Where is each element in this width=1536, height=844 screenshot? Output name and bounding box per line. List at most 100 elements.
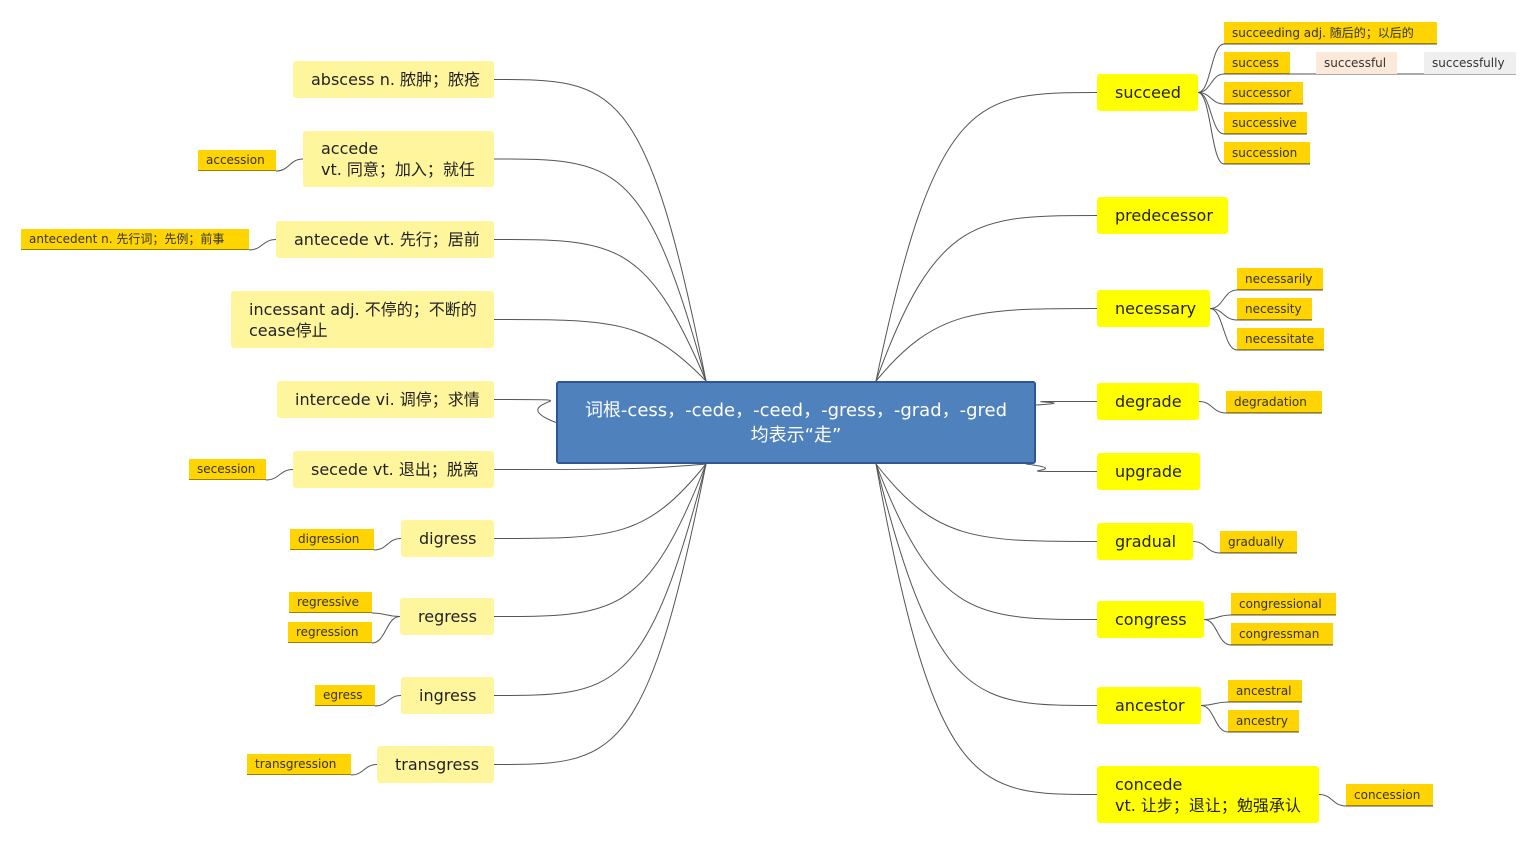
sub-r7b [1203, 619, 1232, 646]
leaf-transgression[interactable]: transgression [247, 754, 351, 775]
leaf-congressman[interactable]: congressman [1231, 623, 1333, 645]
topic-label: vt. 让步；退让；勉强承认 [1115, 795, 1301, 815]
topic-necessary[interactable]: necessary [1097, 290, 1210, 327]
leaf-gradually[interactable]: gradually [1220, 531, 1297, 553]
leaf-congressional[interactable]: congressional [1231, 593, 1336, 615]
topic-degrade[interactable]: degrade [1097, 383, 1199, 420]
leaf-necessitate[interactable]: necessitate [1237, 328, 1324, 350]
topic-label: predecessor [1115, 206, 1213, 225]
leaf-successive[interactable]: successive [1224, 112, 1307, 134]
branch-l6 [493, 463, 707, 470]
sub-r8b [1200, 705, 1229, 733]
sub-r7a [1203, 614, 1232, 620]
leaf-secession[interactable]: secession [189, 459, 266, 480]
leaf-label: success [1232, 55, 1279, 70]
central-topic[interactable]: 词根-cess，-cede，-ceed，-gress，-grad，-gred 均… [556, 381, 1036, 464]
topic-regress[interactable]: regress [400, 598, 494, 635]
branch-r4 [1035, 401, 1098, 406]
topic-upgrade[interactable]: upgrade [1097, 453, 1200, 490]
topic-label: transgress [395, 755, 480, 774]
leaf-successor[interactable]: successor [1224, 82, 1303, 104]
leaf-label: antecedent n. 先行词；先例；前事 [29, 232, 225, 246]
branch-r7 [875, 463, 1098, 620]
sub-l8b [371, 616, 401, 644]
leaf-succeeding[interactable]: succeeding adj. 随后的；以后的 [1224, 22, 1437, 44]
topic-intercede[interactable]: intercede vi. 调停；求情 [277, 381, 494, 418]
sub-l6a [265, 469, 294, 481]
topic-label: antecede vt. 先行；居前 [294, 230, 480, 249]
leaf-egress[interactable]: egress [315, 685, 375, 706]
leaf-necessity[interactable]: necessity [1237, 298, 1312, 320]
topic-label: secede vt. 退出；脱离 [311, 460, 479, 479]
branch-l7 [493, 463, 707, 539]
topic-predecessor[interactable]: predecessor [1097, 197, 1228, 234]
branch-r9 [875, 463, 1098, 795]
sub-r3a [1209, 289, 1238, 309]
sub-l3a [248, 239, 277, 251]
leaf-label: regression [296, 625, 359, 639]
topic-ancestor[interactable]: ancestor [1097, 687, 1201, 724]
branch-r1 [875, 92, 1098, 382]
leaf-successfully[interactable]: successfully [1424, 52, 1516, 74]
leaf-label: succeeding adj. 随后的；以后的 [1232, 25, 1414, 40]
topic-label: succeed [1115, 83, 1181, 102]
topic-label: abscess n. 脓肿；脓疮 [311, 70, 481, 89]
topic-accede[interactable]: accede vt. 同意；加入；就任 [303, 131, 494, 187]
leaf-regression[interactable]: regression [288, 622, 372, 643]
topic-label: upgrade [1115, 462, 1182, 481]
topic-concede[interactable]: concede vt. 让步；退让；勉强承认 [1097, 766, 1319, 823]
topic-digress[interactable]: digress [401, 520, 494, 557]
leaf-label: secession [197, 462, 256, 476]
branch-l2 [493, 158, 707, 382]
leaf-degradation[interactable]: degradation [1226, 391, 1322, 413]
leaf-label: gradually [1228, 534, 1285, 549]
sub-l2a [275, 158, 304, 172]
leaf-antecedent[interactable]: antecedent n. 先行词；先例；前事 [21, 229, 249, 250]
topic-ingress[interactable]: ingress [401, 677, 494, 714]
leaf-success[interactable]: success [1224, 52, 1290, 74]
sub-l10a [350, 764, 378, 776]
leaf-accession[interactable]: accession [198, 150, 276, 171]
topic-gradual[interactable]: gradual [1097, 523, 1193, 560]
leaf-label: successfully [1432, 56, 1505, 70]
leaf-label: accession [206, 153, 265, 167]
topic-label: ancestor [1115, 696, 1185, 715]
topic-incessant[interactable]: incessant adj. 不停的；不断的 cease停止 [231, 291, 494, 348]
leaf-digression[interactable]: digression [290, 529, 374, 550]
sub-l7a [373, 538, 402, 551]
leaf-label: necessitate [1245, 331, 1314, 346]
branch-r8 [875, 463, 1098, 706]
leaf-succession[interactable]: succession [1224, 142, 1310, 164]
central-topic-line2: 均表示“走” [750, 424, 842, 446]
topic-transgress[interactable]: transgress [377, 746, 494, 783]
leaf-necessarily[interactable]: necessarily [1237, 268, 1323, 290]
leaf-ancestry[interactable]: ancestry [1228, 710, 1299, 732]
leaf-regressive[interactable]: regressive [289, 592, 372, 613]
sub-r8a [1200, 701, 1229, 706]
branch-l1 [493, 79, 707, 382]
topic-succeed[interactable]: succeed [1097, 74, 1198, 111]
topic-label: cease停止 [249, 320, 328, 340]
sub-r1e [1197, 92, 1225, 165]
leaf-ancestral[interactable]: ancestral [1228, 680, 1302, 702]
leaf-concession[interactable]: concession [1346, 784, 1433, 806]
branch-l10 [493, 463, 707, 765]
leaf-successful[interactable]: successful [1316, 52, 1397, 74]
topic-congress[interactable]: congress [1097, 601, 1204, 638]
sub-r9a [1318, 794, 1347, 807]
branch-l8 [493, 463, 707, 617]
topic-label: congress [1115, 610, 1187, 629]
topic-secede[interactable]: secede vt. 退出；脱离 [293, 451, 494, 488]
topic-label: intercede vi. 调停；求情 [295, 390, 480, 409]
topic-antecede[interactable]: antecede vt. 先行；居前 [276, 221, 494, 258]
topic-abscess[interactable]: abscess n. 脓肿；脓疮 [293, 61, 494, 98]
leaf-label: successive [1232, 115, 1297, 130]
sub-r6a [1192, 541, 1221, 554]
topic-label: concede [1115, 774, 1183, 794]
central-topic-line1: 词根-cess，-cede，-ceed，-gress，-grad，-gred [584, 399, 1008, 421]
topic-label: incessant adj. 不停的；不断的 [249, 299, 477, 319]
sub-l9a [374, 695, 402, 707]
sub-r3c [1209, 308, 1238, 351]
topic-label: accede [321, 139, 379, 158]
